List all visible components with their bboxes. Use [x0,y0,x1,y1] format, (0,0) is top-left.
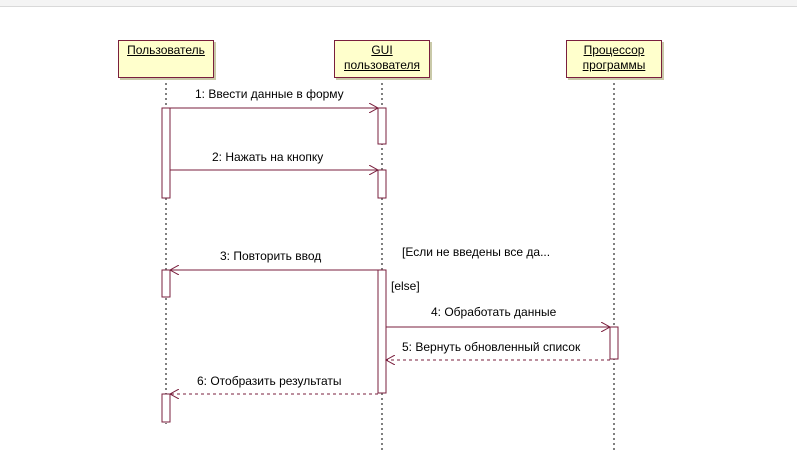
message-label-3[interactable]: 3: Повторить ввод [220,249,322,263]
participant-gui[interactable]: GUI пользователя [334,40,430,78]
message-label-6[interactable]: 6: Отобразить результаты [197,374,342,388]
activation-gui-2 [377,169,387,199]
participant-user[interactable]: Пользователь [118,40,214,78]
message-label-4[interactable]: 4: Обработать данные [431,305,557,319]
activation-user-1 [161,107,171,199]
participant-processor-line1: Процессор [583,43,645,57]
participant-gui-line2: пользователя [344,58,420,72]
activation-user-2 [161,269,171,298]
message-label-5[interactable]: 5: Вернуть обновленный список [402,340,581,354]
participant-gui-line1: GUI [371,43,393,57]
message-label-2[interactable]: 2: Нажать на кнопку [212,150,324,164]
activation-user-3 [161,393,171,423]
message-label-1[interactable]: 1: Ввести данные в форму [195,87,344,101]
activation-gui-1 [377,107,387,145]
guard-condition-else[interactable]: [else] [391,279,420,293]
activation-gui-3 [377,269,387,394]
top-toolbar-strip [0,0,797,7]
guard-condition-if[interactable]: [Если не введены все да... [402,245,551,259]
participant-processor-line2: программы [582,58,646,72]
activation-processor [609,326,619,360]
participant-user-label: Пользователь [127,43,205,57]
participant-processor[interactable]: Процессор программы [566,40,662,78]
